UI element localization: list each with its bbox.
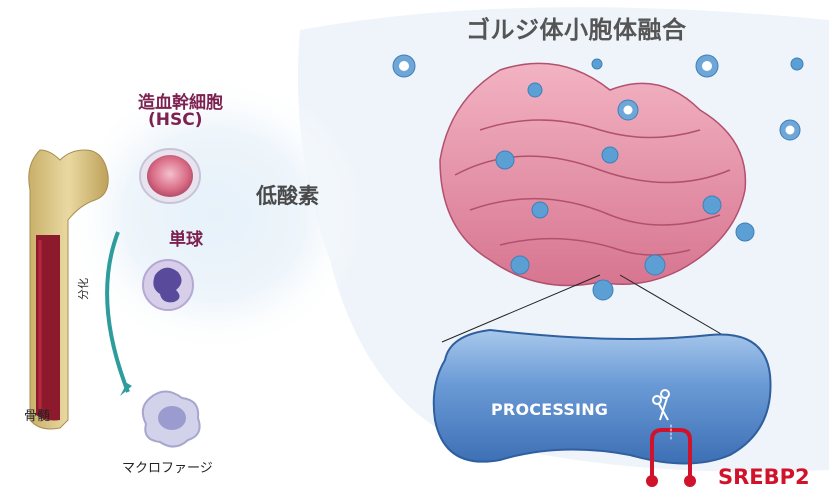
enlarged-organelle [434, 330, 771, 464]
macrophage-label: マクロファージ [122, 457, 213, 476]
title: ゴルジ体小胞体融合 [466, 10, 687, 45]
monocyte-cell-icon [143, 260, 193, 310]
hsc-abbrev-label: (HSC) [148, 110, 203, 130]
arrowhead [120, 383, 132, 396]
monocyte-label: 単球 [169, 225, 203, 250]
bone-marrow-label: 骨髄 [24, 405, 50, 424]
srebp2-label: SREBP2 [718, 465, 810, 489]
macrophage-cell-icon [143, 392, 200, 447]
hypoxia-label: 低酸素 [256, 180, 319, 210]
processing-label: PROCESSING [491, 400, 608, 419]
differentiation-label: 分化 [75, 278, 91, 300]
hsc-cell-icon [140, 149, 200, 203]
